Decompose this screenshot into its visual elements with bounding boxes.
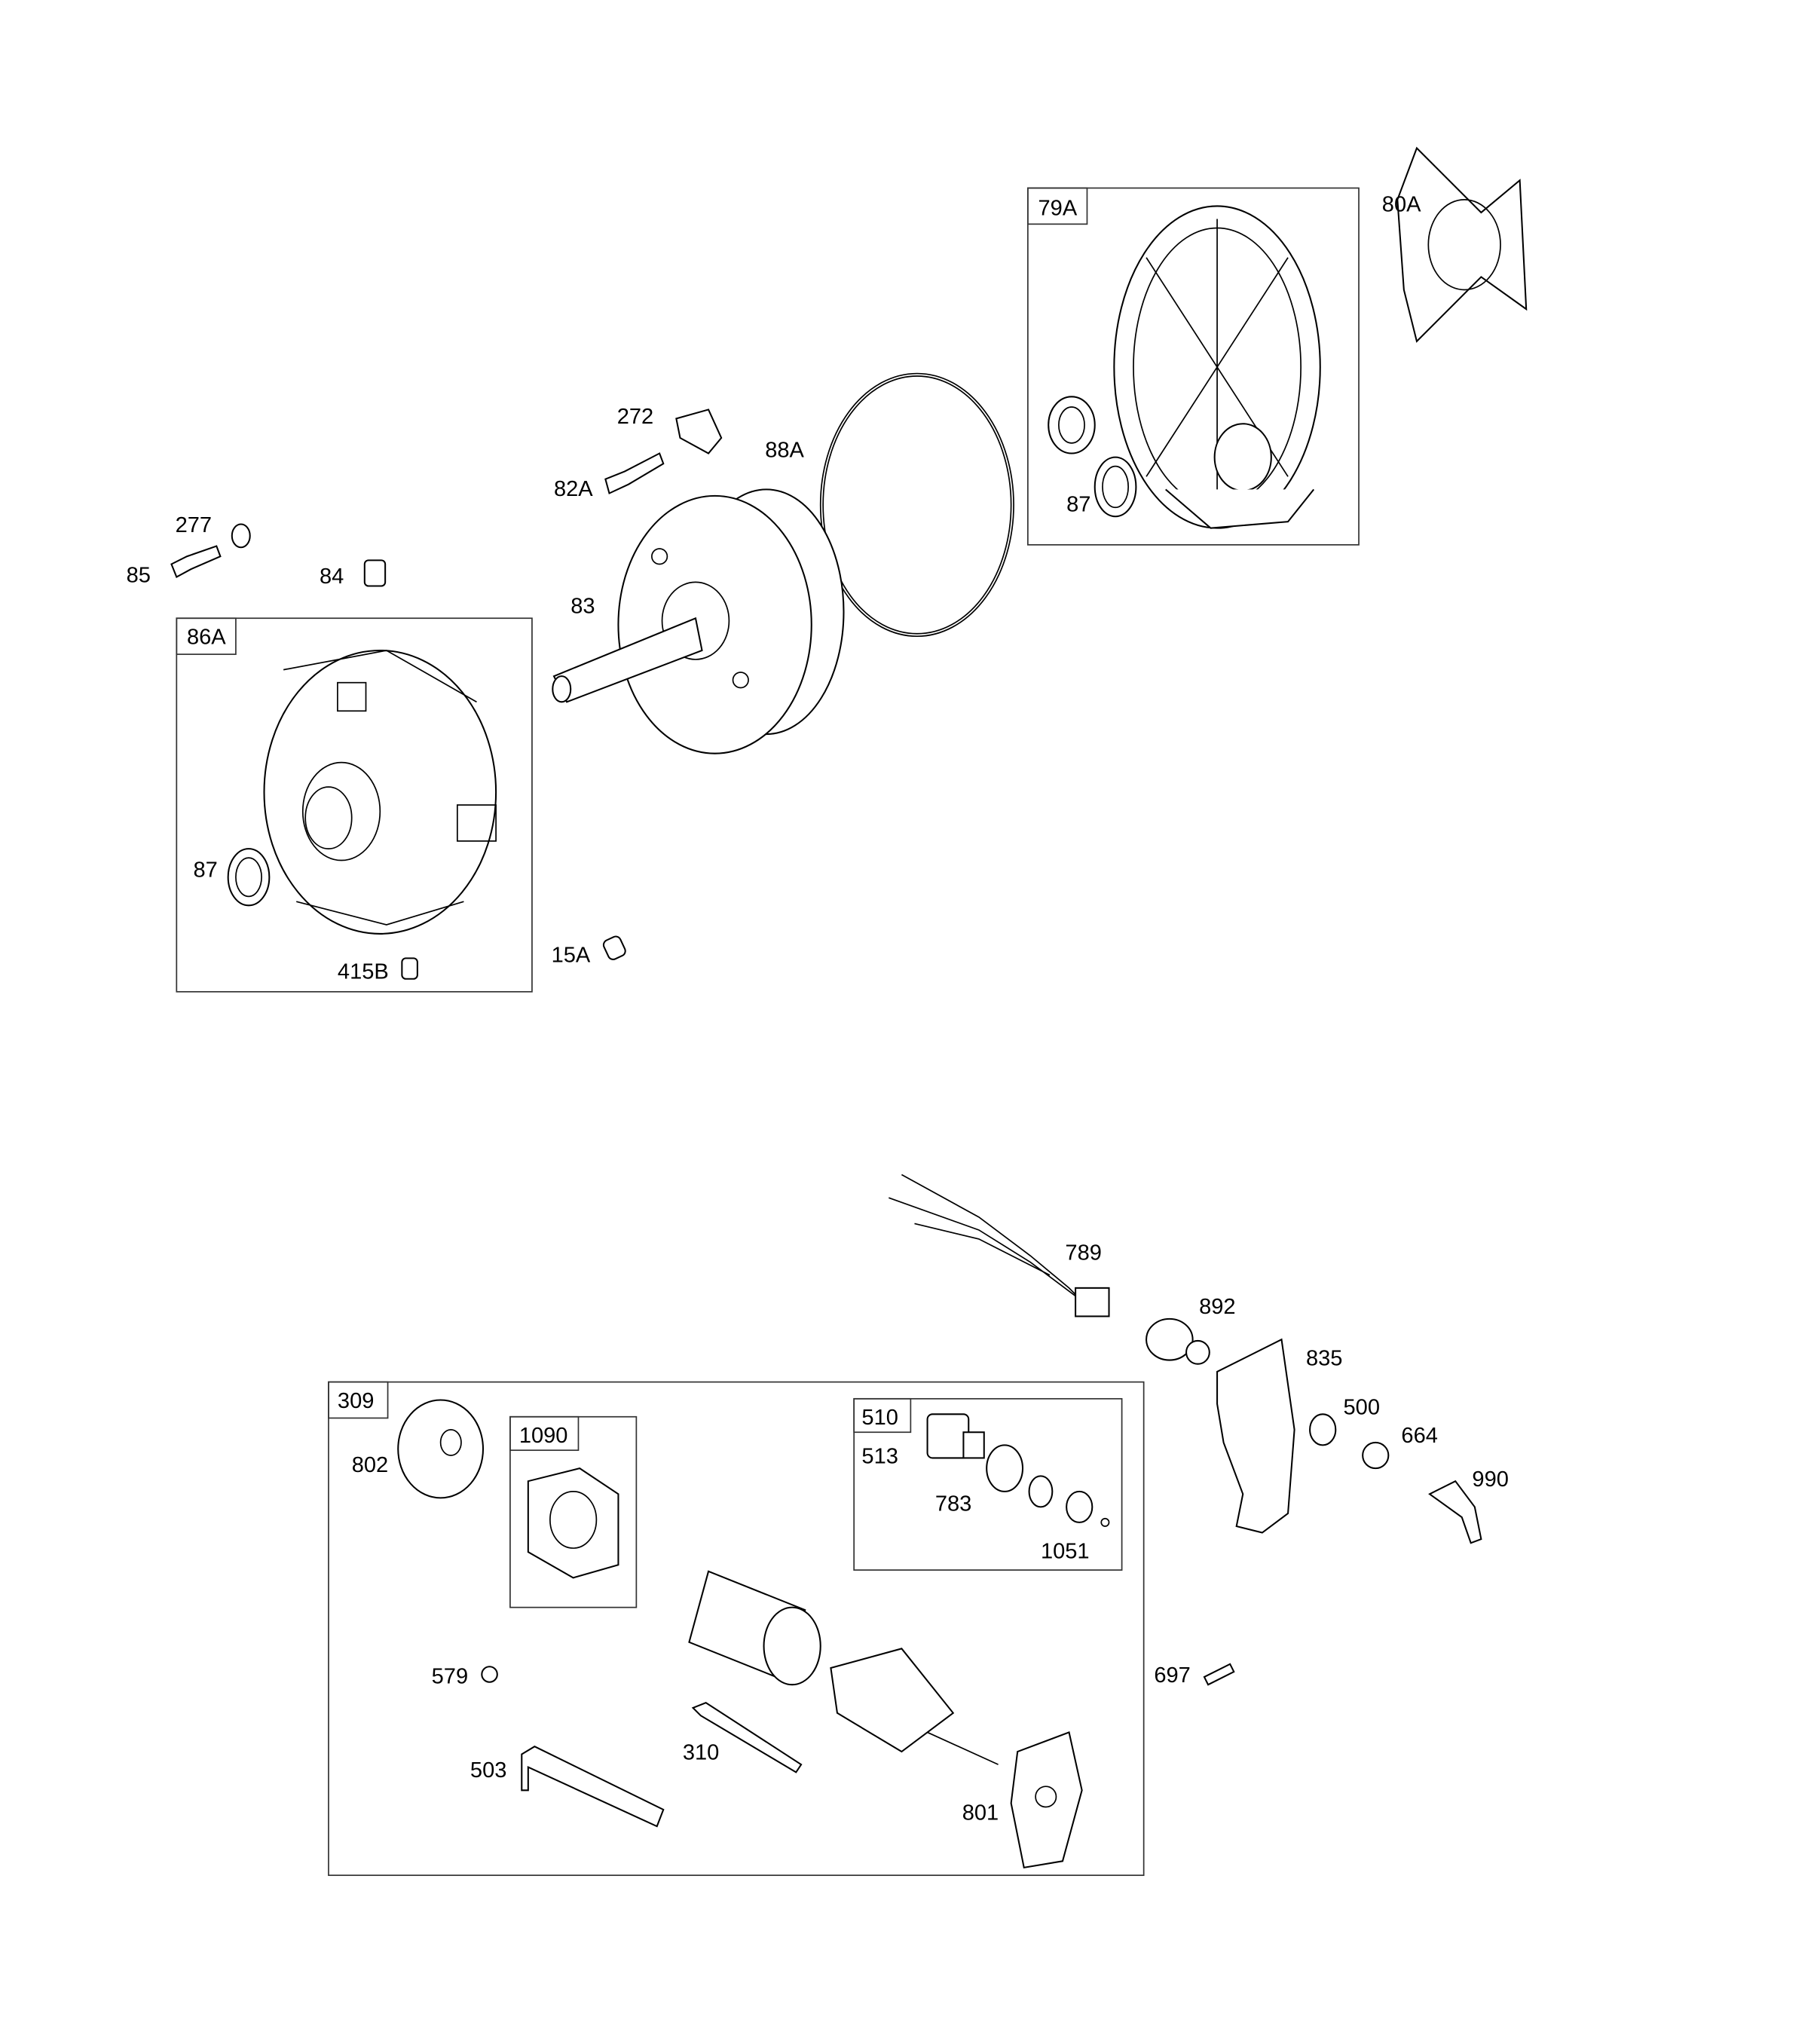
- callout-310: 310: [683, 1740, 719, 1764]
- part-310-through-bolt: [691, 1701, 803, 1773]
- callout-697: 697: [1154, 1663, 1190, 1688]
- callout-84: 84: [320, 565, 344, 589]
- part-783-pinion-gear: [986, 1444, 1024, 1492]
- callout-80A: 80A: [1382, 192, 1421, 216]
- part-990-key: [1428, 1480, 1482, 1544]
- callout-503: 503: [470, 1758, 506, 1783]
- callout-415B: 415B: [338, 960, 389, 984]
- part-801-end-cap: [1010, 1731, 1083, 1869]
- box-79A-label: 79A: [1038, 196, 1078, 220]
- box-79A-tag: [1027, 187, 1088, 225]
- callout-990: 990: [1472, 1467, 1508, 1492]
- callout-277: 277: [176, 513, 212, 537]
- part-579-nut: [481, 1666, 498, 1683]
- part-664-nut: [1362, 1441, 1390, 1470]
- part-spring: [1028, 1475, 1054, 1508]
- callout-783: 783: [935, 1492, 971, 1516]
- box-510-tag: [853, 1397, 912, 1434]
- part-84-plug: [363, 559, 387, 587]
- box-309-label: 309: [338, 1389, 374, 1413]
- part-bushing: [1048, 396, 1096, 454]
- callout-15A: 15A: [552, 944, 591, 968]
- part-272-lock-washer: [675, 409, 723, 454]
- callout-801: 801: [962, 1801, 999, 1825]
- part-88A-o-ring: [819, 372, 1014, 638]
- part-87-seal-upper: [1094, 456, 1137, 518]
- callout-892: 892: [1199, 1295, 1235, 1319]
- part-1051-retainer: [1100, 1517, 1110, 1527]
- box-79A: [1027, 187, 1360, 546]
- callout-789: 789: [1065, 1241, 1101, 1265]
- callout-87-upper: 87: [1066, 492, 1090, 516]
- part-80A-gasket: [1396, 146, 1528, 343]
- part-835-bracket: [1216, 1338, 1295, 1534]
- callout-664: 664: [1401, 1424, 1437, 1448]
- callout-88A: 88A: [765, 439, 804, 463]
- part-85-bolt: [170, 545, 222, 579]
- part-802-plate: [397, 1399, 485, 1499]
- callout-802: 802: [352, 1453, 388, 1477]
- part-87-seal-lower: [227, 848, 271, 907]
- box-309-tag: [328, 1381, 389, 1419]
- part-513-drive: [926, 1413, 985, 1459]
- callout-87-lower: 87: [194, 858, 218, 883]
- callout-85: 85: [127, 563, 151, 587]
- part-500-lock-washer: [1309, 1413, 1337, 1446]
- callout-579: 579: [432, 1664, 468, 1688]
- box-86A-tag: [176, 617, 237, 655]
- callout-513: 513: [861, 1444, 898, 1468]
- part-503-bracket: [521, 1746, 665, 1828]
- callout-500: 500: [1344, 1395, 1380, 1419]
- callout-272: 272: [617, 405, 653, 429]
- part-86A-housing: [263, 649, 497, 935]
- box-1090-tag: [509, 1415, 580, 1452]
- part-415B-plug: [401, 957, 418, 980]
- box-510: [853, 1397, 1123, 1571]
- box-86A-label: 86A: [187, 625, 226, 649]
- callout-1051: 1051: [1041, 1540, 1090, 1564]
- callout-82A: 82A: [554, 477, 593, 501]
- part-82A-bolt: [604, 452, 665, 494]
- box-1090-label: 1090: [519, 1424, 568, 1448]
- part-armature: [830, 1648, 999, 1765]
- part-789-wire-harness: [889, 1174, 1110, 1317]
- part-892-key-switch: [1146, 1317, 1210, 1365]
- box-86A: [176, 617, 533, 993]
- part-15A-plug: [602, 935, 626, 960]
- part-1090-brush-holder: [527, 1467, 619, 1579]
- part-697-screw: [1203, 1663, 1235, 1686]
- box-510-label: 510: [861, 1406, 898, 1430]
- part-277-washer: [231, 523, 251, 549]
- box-309: [328, 1381, 1145, 1876]
- part-83-rotor: [552, 488, 845, 754]
- callout-835: 835: [1306, 1346, 1342, 1370]
- part-79A-cover: [1113, 205, 1321, 529]
- part-stop-collar: [1066, 1490, 1094, 1523]
- callout-83: 83: [570, 594, 595, 618]
- part-starter-housing: [688, 1570, 821, 1686]
